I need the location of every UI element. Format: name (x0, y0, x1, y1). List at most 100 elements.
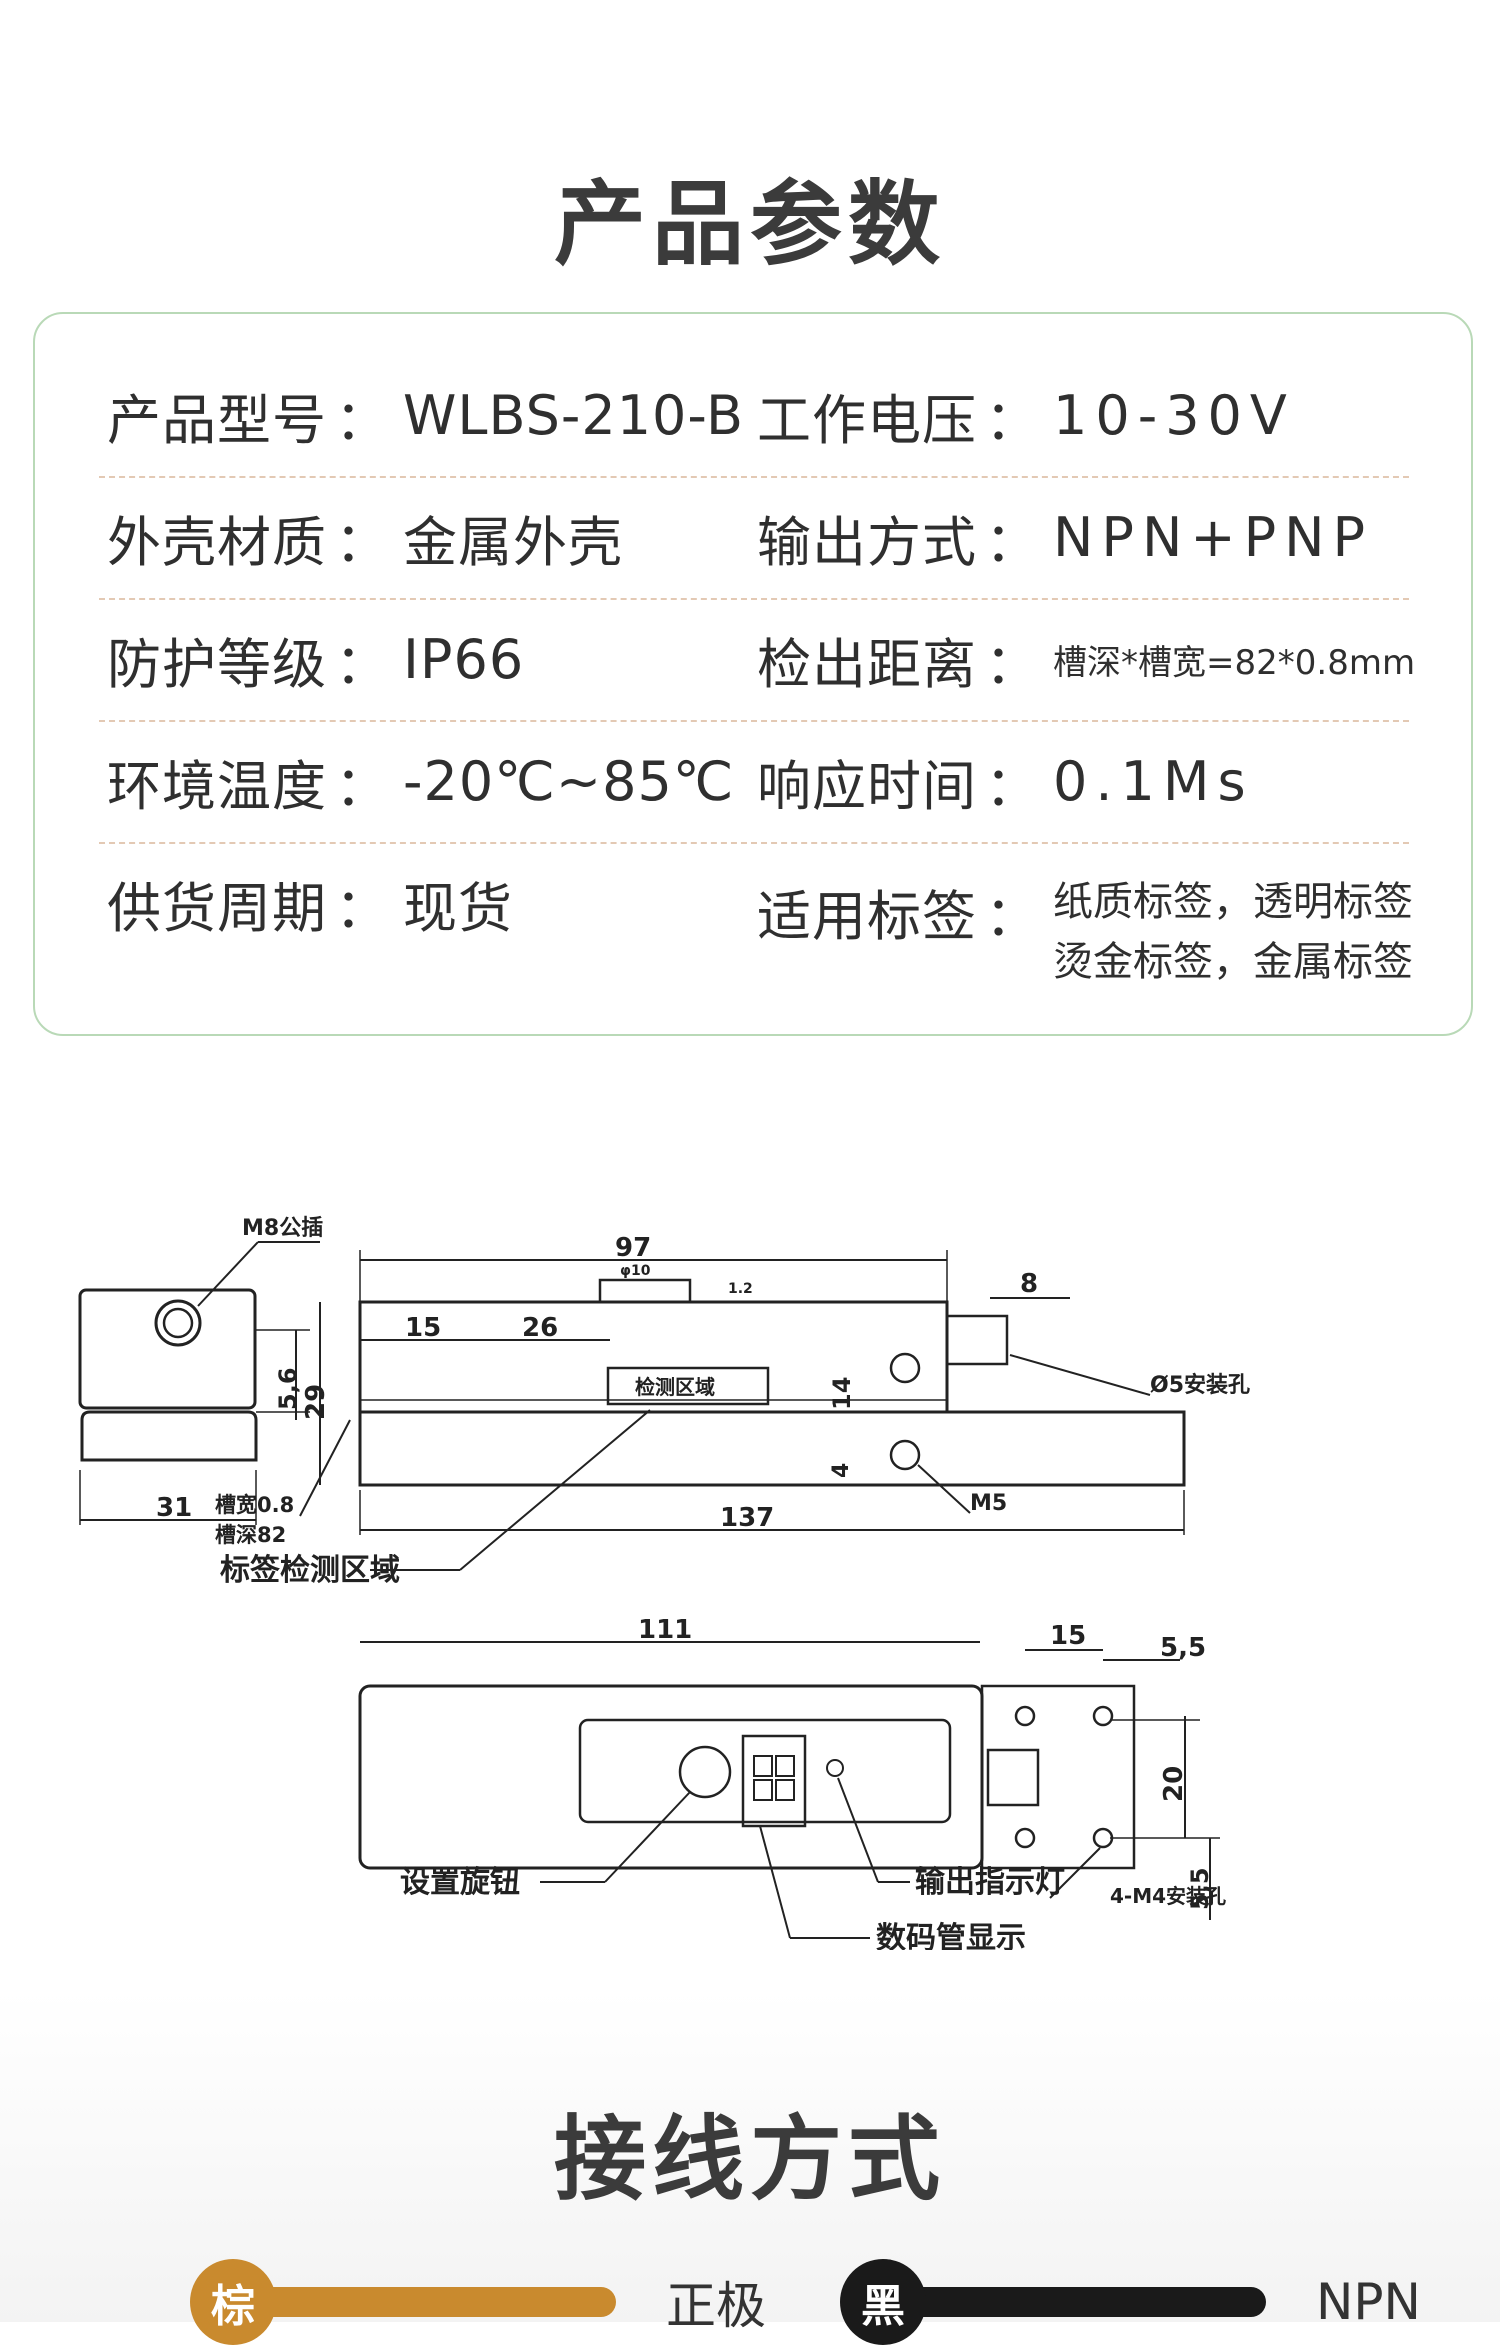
param-label: 防护等级 (107, 632, 327, 696)
m5-leader (917, 1464, 971, 1514)
label-detect-zone-box: 检测区域 (635, 1375, 715, 1399)
param-value: 现货 (403, 876, 513, 940)
label-slot-width: 槽宽0.8 (215, 1493, 294, 1517)
dim-phi10: φ10 (620, 1263, 651, 1279)
param-colon: ： (335, 510, 389, 574)
param-label: 输出方式 (757, 510, 977, 574)
front-view (299, 1250, 1186, 1571)
hole5-leader (1009, 1354, 1151, 1396)
m8-connector-inner (162, 1307, 194, 1339)
dim-55b: 5,5 (1186, 1867, 1214, 1910)
param-colon: ： (335, 876, 389, 940)
dim-14: 14 (828, 1377, 856, 1410)
wire-black: 黑 NPN (840, 2259, 1421, 2345)
param-colon: ： (985, 885, 1039, 948)
param-value: 0.1Ms (1053, 749, 1254, 813)
param-label: 环境温度 (107, 754, 327, 818)
param-label: 外壳材质 (107, 510, 327, 574)
hole5-icon (889, 1352, 921, 1384)
param-label: 工作电压 (757, 388, 977, 452)
display-digit (775, 1755, 795, 1777)
display-digit (753, 1779, 773, 1801)
param-value: IP66 (403, 627, 525, 691)
label-hole5: Ø5安装孔 (1150, 1372, 1250, 1398)
param-value: -20℃~85℃ (403, 749, 735, 813)
param-label: 响应时间 (757, 754, 977, 818)
param-label: 供货周期 (107, 876, 327, 940)
dim-4: 4 (829, 1463, 854, 1478)
param-row: 防护等级：IP66 检出距离：槽深*槽宽=82*0.8mm (99, 598, 1415, 722)
label-types-line: 烫金标签，金属标签 (1053, 939, 1413, 985)
dim-12: 1.2 (728, 1281, 753, 1297)
dim-26: 26 (522, 1313, 558, 1343)
dim-15b: 15 (1050, 1621, 1086, 1651)
label-detect-area: 标签检测区域 (220, 1553, 400, 1588)
section-title-wiring: 接线方式 (553, 2106, 946, 2213)
display-digit (775, 1779, 795, 1801)
knob-leader (604, 1791, 691, 1883)
param-value: 10-30V (1053, 383, 1295, 447)
label-m4-holes: 4-M4安装孔 (1110, 1884, 1226, 1908)
side-view (78, 1241, 320, 1525)
param-row: 环境温度：-20℃~85℃ 响应时间：0.1Ms (99, 720, 1409, 844)
dim-8: 8 (1020, 1269, 1038, 1299)
dim-97: 97 (615, 1233, 651, 1263)
display-digit (753, 1755, 773, 1777)
dim-31: 31 (156, 1493, 192, 1523)
display-icon (741, 1734, 807, 1828)
param-colon: ： (335, 388, 389, 452)
dim-56: 5,6 (274, 1367, 302, 1410)
indicator-led-icon (826, 1759, 844, 1777)
label-slot-depth: 槽深82 (215, 1523, 286, 1547)
params-card: 产品型号：WLBS-210-B 工作电压：10-30V 外壳材质：金属外壳 输出… (33, 312, 1473, 1036)
drawing-svg: M8公插 31 5,6 97 (78, 1216, 1250, 1956)
knob-icon (678, 1745, 732, 1799)
front-connector (945, 1314, 1009, 1366)
zone-leader (459, 1409, 651, 1571)
label-m8: M8公插 (242, 1216, 323, 1241)
param-label: 适用标签 (757, 885, 977, 948)
display-leader (759, 1825, 791, 1939)
m4-hole-icon (1092, 1827, 1114, 1849)
m8-connector-icon (154, 1299, 202, 1347)
param-colon: ： (335, 632, 389, 696)
param-value: WLBS-210-B (403, 383, 745, 447)
top-body (358, 1684, 984, 1870)
param-label: 产品型号 (107, 388, 327, 452)
m5-hole-icon (889, 1439, 921, 1471)
technical-drawing: M8公插 31 5,6 97 (60, 1130, 1440, 1956)
top-view (358, 1641, 1220, 1939)
m8-leader (197, 1241, 259, 1307)
dim-111: 111 (638, 1615, 692, 1645)
m4-hole-icon (1014, 1827, 1036, 1849)
detect-zone-box (606, 1366, 770, 1406)
param-colon: ： (985, 388, 1039, 452)
label-indicator: 输出指示灯 (915, 1865, 1065, 1900)
section-title-params: 产品参数 (553, 171, 946, 278)
label-display: 数码管显示 (876, 1921, 1026, 1950)
wire-brown: 棕 正极 (190, 2259, 766, 2345)
wire-bar (246, 2287, 616, 2317)
slot-leader (299, 1419, 351, 1517)
wire-color-badge: 棕 (190, 2259, 276, 2345)
param-value: 金属外壳 (403, 510, 623, 574)
dim-29: 29 (301, 1384, 331, 1420)
front-knob (598, 1278, 692, 1304)
dim-20: 20 (1159, 1766, 1189, 1802)
label-m5: M5 (970, 1491, 1007, 1516)
m4-hole-icon (1092, 1705, 1114, 1727)
param-value: 槽深*槽宽=82*0.8mm (1053, 642, 1416, 683)
wire-label: NPN (1316, 2273, 1421, 2331)
indicator-leader (837, 1777, 879, 1883)
param-row: 产品型号：WLBS-210-B 工作电压：10-30V (99, 354, 1409, 478)
top-panel (578, 1718, 952, 1824)
param-row: 供货周期：现货 适用标签： 纸质标签，透明标签 烫金标签，金属标签 (99, 842, 1413, 1012)
param-colon: ： (985, 510, 1039, 574)
dim-15: 15 (405, 1313, 441, 1343)
dim-55a: 5,5 (1160, 1633, 1206, 1663)
param-colon: ： (335, 754, 389, 818)
dim-137: 137 (720, 1503, 774, 1533)
wire-bar (896, 2287, 1266, 2317)
param-row: 外壳材质：金属外壳 输出方式：NPN+PNP (99, 476, 1409, 600)
param-colon: ： (985, 754, 1039, 818)
